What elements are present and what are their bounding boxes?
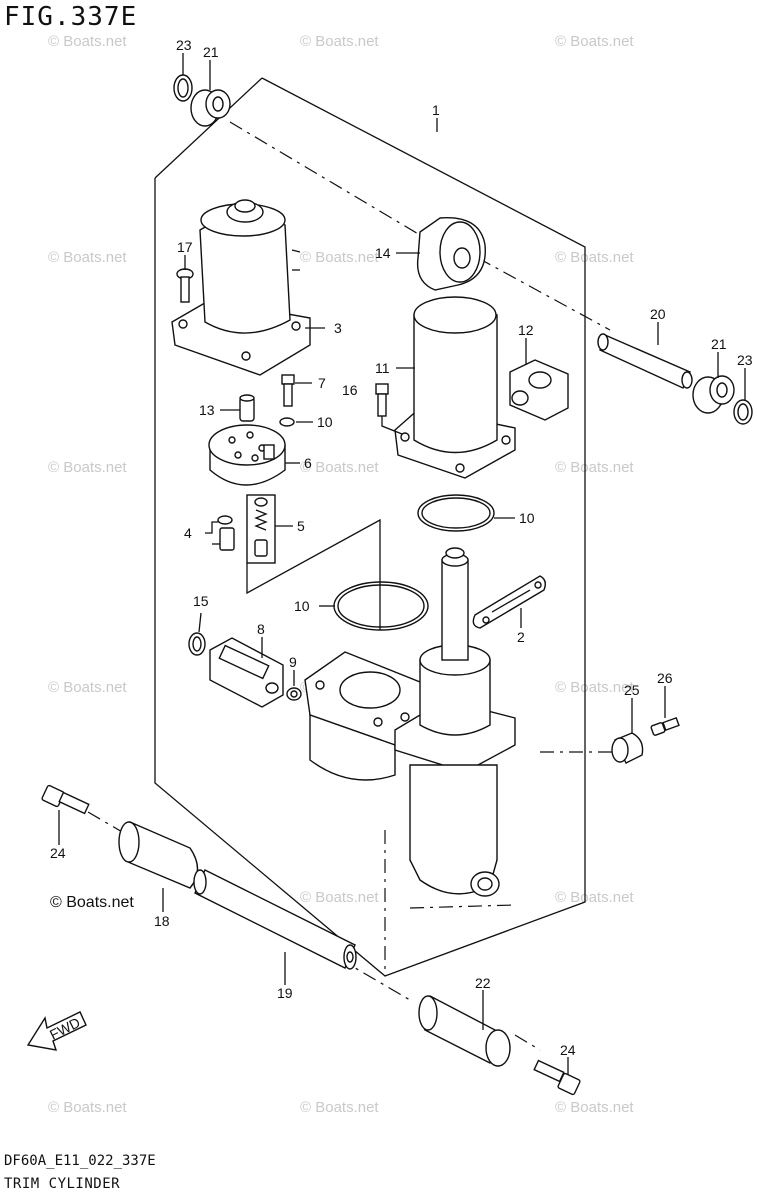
callout-20: 20 [650, 306, 666, 322]
callout-1: 1 [432, 102, 440, 118]
pin-20 [597, 333, 693, 389]
callout-21: 21 [203, 44, 219, 60]
valve-set-4 [205, 515, 235, 551]
watermark: © Boats.net [300, 889, 379, 906]
callout-2: 2 [517, 629, 525, 645]
callout-10: 10 [294, 598, 310, 614]
bushing-14 [416, 217, 486, 291]
watermark: © Boats.net [555, 1099, 634, 1116]
bushing-21-right [692, 375, 735, 414]
callout-26: 26 [657, 670, 673, 686]
reservoir-11 [394, 296, 516, 479]
snap-ring-23-top [173, 74, 193, 102]
callout-14: 14 [375, 245, 391, 261]
screw-17 [176, 268, 194, 303]
watermark: © Boats.net [300, 1099, 379, 1116]
o-ring-10-large [333, 581, 429, 631]
plate-2 [472, 575, 547, 629]
motor-3 [171, 199, 311, 376]
callout-7: 7 [318, 375, 326, 391]
callout-21: 21 [711, 336, 727, 352]
callout-11: 11 [375, 360, 390, 376]
callout-8: 8 [257, 621, 265, 637]
watermark: © Boats.net [300, 459, 379, 476]
watermark: © Boats.net [300, 249, 379, 266]
collar-25 [611, 732, 644, 764]
bushing-18 [118, 821, 199, 889]
figure-caption: TRIM CYLINDER [4, 1176, 121, 1192]
callout-17: 17 [177, 239, 193, 255]
valve-12 [509, 359, 569, 421]
callout-24: 24 [50, 845, 66, 861]
cylinder-body [304, 547, 516, 897]
watermark: © Boats.net [48, 1099, 127, 1116]
pump-6 [208, 424, 286, 486]
assembly-outline [154, 77, 586, 977]
bolt-16 [375, 383, 403, 435]
callout-23: 23 [176, 37, 192, 53]
watermark: © Boats.net [555, 33, 634, 50]
plug-13 [239, 394, 255, 422]
figure-code: DF60A_E11_022_337E [4, 1153, 156, 1169]
callout-18: 18 [154, 913, 170, 929]
seal-9 [286, 687, 302, 701]
watermark: © Boats.net [300, 33, 379, 50]
callout-13: 13 [199, 402, 215, 418]
forward-arrow-icon: FWD [26, 1011, 87, 1051]
callout-24: 24 [560, 1042, 576, 1058]
watermark-prominent: © Boats.net [50, 894, 134, 911]
leader-lines [58, 53, 746, 1075]
watermark: © Boats.net [48, 33, 127, 50]
watermark: © Boats.net [555, 889, 634, 906]
pin-19 [193, 869, 357, 970]
watermark: © Boats.net [555, 459, 634, 476]
callout-5: 5 [297, 518, 305, 534]
callout-3: 3 [334, 320, 342, 336]
callout-19: 19 [277, 985, 293, 1001]
bolt-26 [650, 716, 680, 736]
callout-labels: 23 21 1 14 17 3 20 21 23 12 11 16 7 13 1… [50, 37, 753, 1058]
callout-23: 23 [737, 352, 753, 368]
callout-10: 10 [317, 414, 333, 430]
bolt-24-left [41, 784, 90, 815]
screw-7 [281, 374, 295, 407]
figure-title: FIG.337E [4, 2, 138, 32]
bolt-24-bottom [533, 1059, 581, 1096]
watermark: © Boats.net [48, 249, 127, 266]
watermark: © Boats.net [48, 679, 127, 696]
callout-22: 22 [475, 975, 491, 991]
bushing-22 [418, 995, 511, 1067]
watermark: © Boats.net [555, 249, 634, 266]
callout-10: 10 [519, 510, 535, 526]
leader-bracket [246, 518, 381, 630]
snap-ring-15 [188, 632, 206, 656]
callout-15: 15 [193, 593, 209, 609]
valve-set-5 [246, 494, 276, 564]
callout-25: 25 [624, 682, 640, 698]
callout-9: 9 [289, 654, 297, 670]
forward-label: FWD [47, 1014, 83, 1043]
watermark: © Boats.net [555, 679, 634, 696]
valve-block-8 [209, 637, 284, 708]
o-ring-10-small [279, 417, 295, 427]
callout-12: 12 [518, 322, 534, 338]
snap-ring-23-right [733, 399, 753, 425]
watermark: © Boats.net [48, 459, 127, 476]
callout-6: 6 [304, 455, 312, 471]
callout-16: 16 [342, 382, 358, 398]
callout-4: 4 [184, 525, 192, 541]
bushing-21-top [190, 89, 231, 127]
o-ring-10-middle [417, 494, 495, 532]
